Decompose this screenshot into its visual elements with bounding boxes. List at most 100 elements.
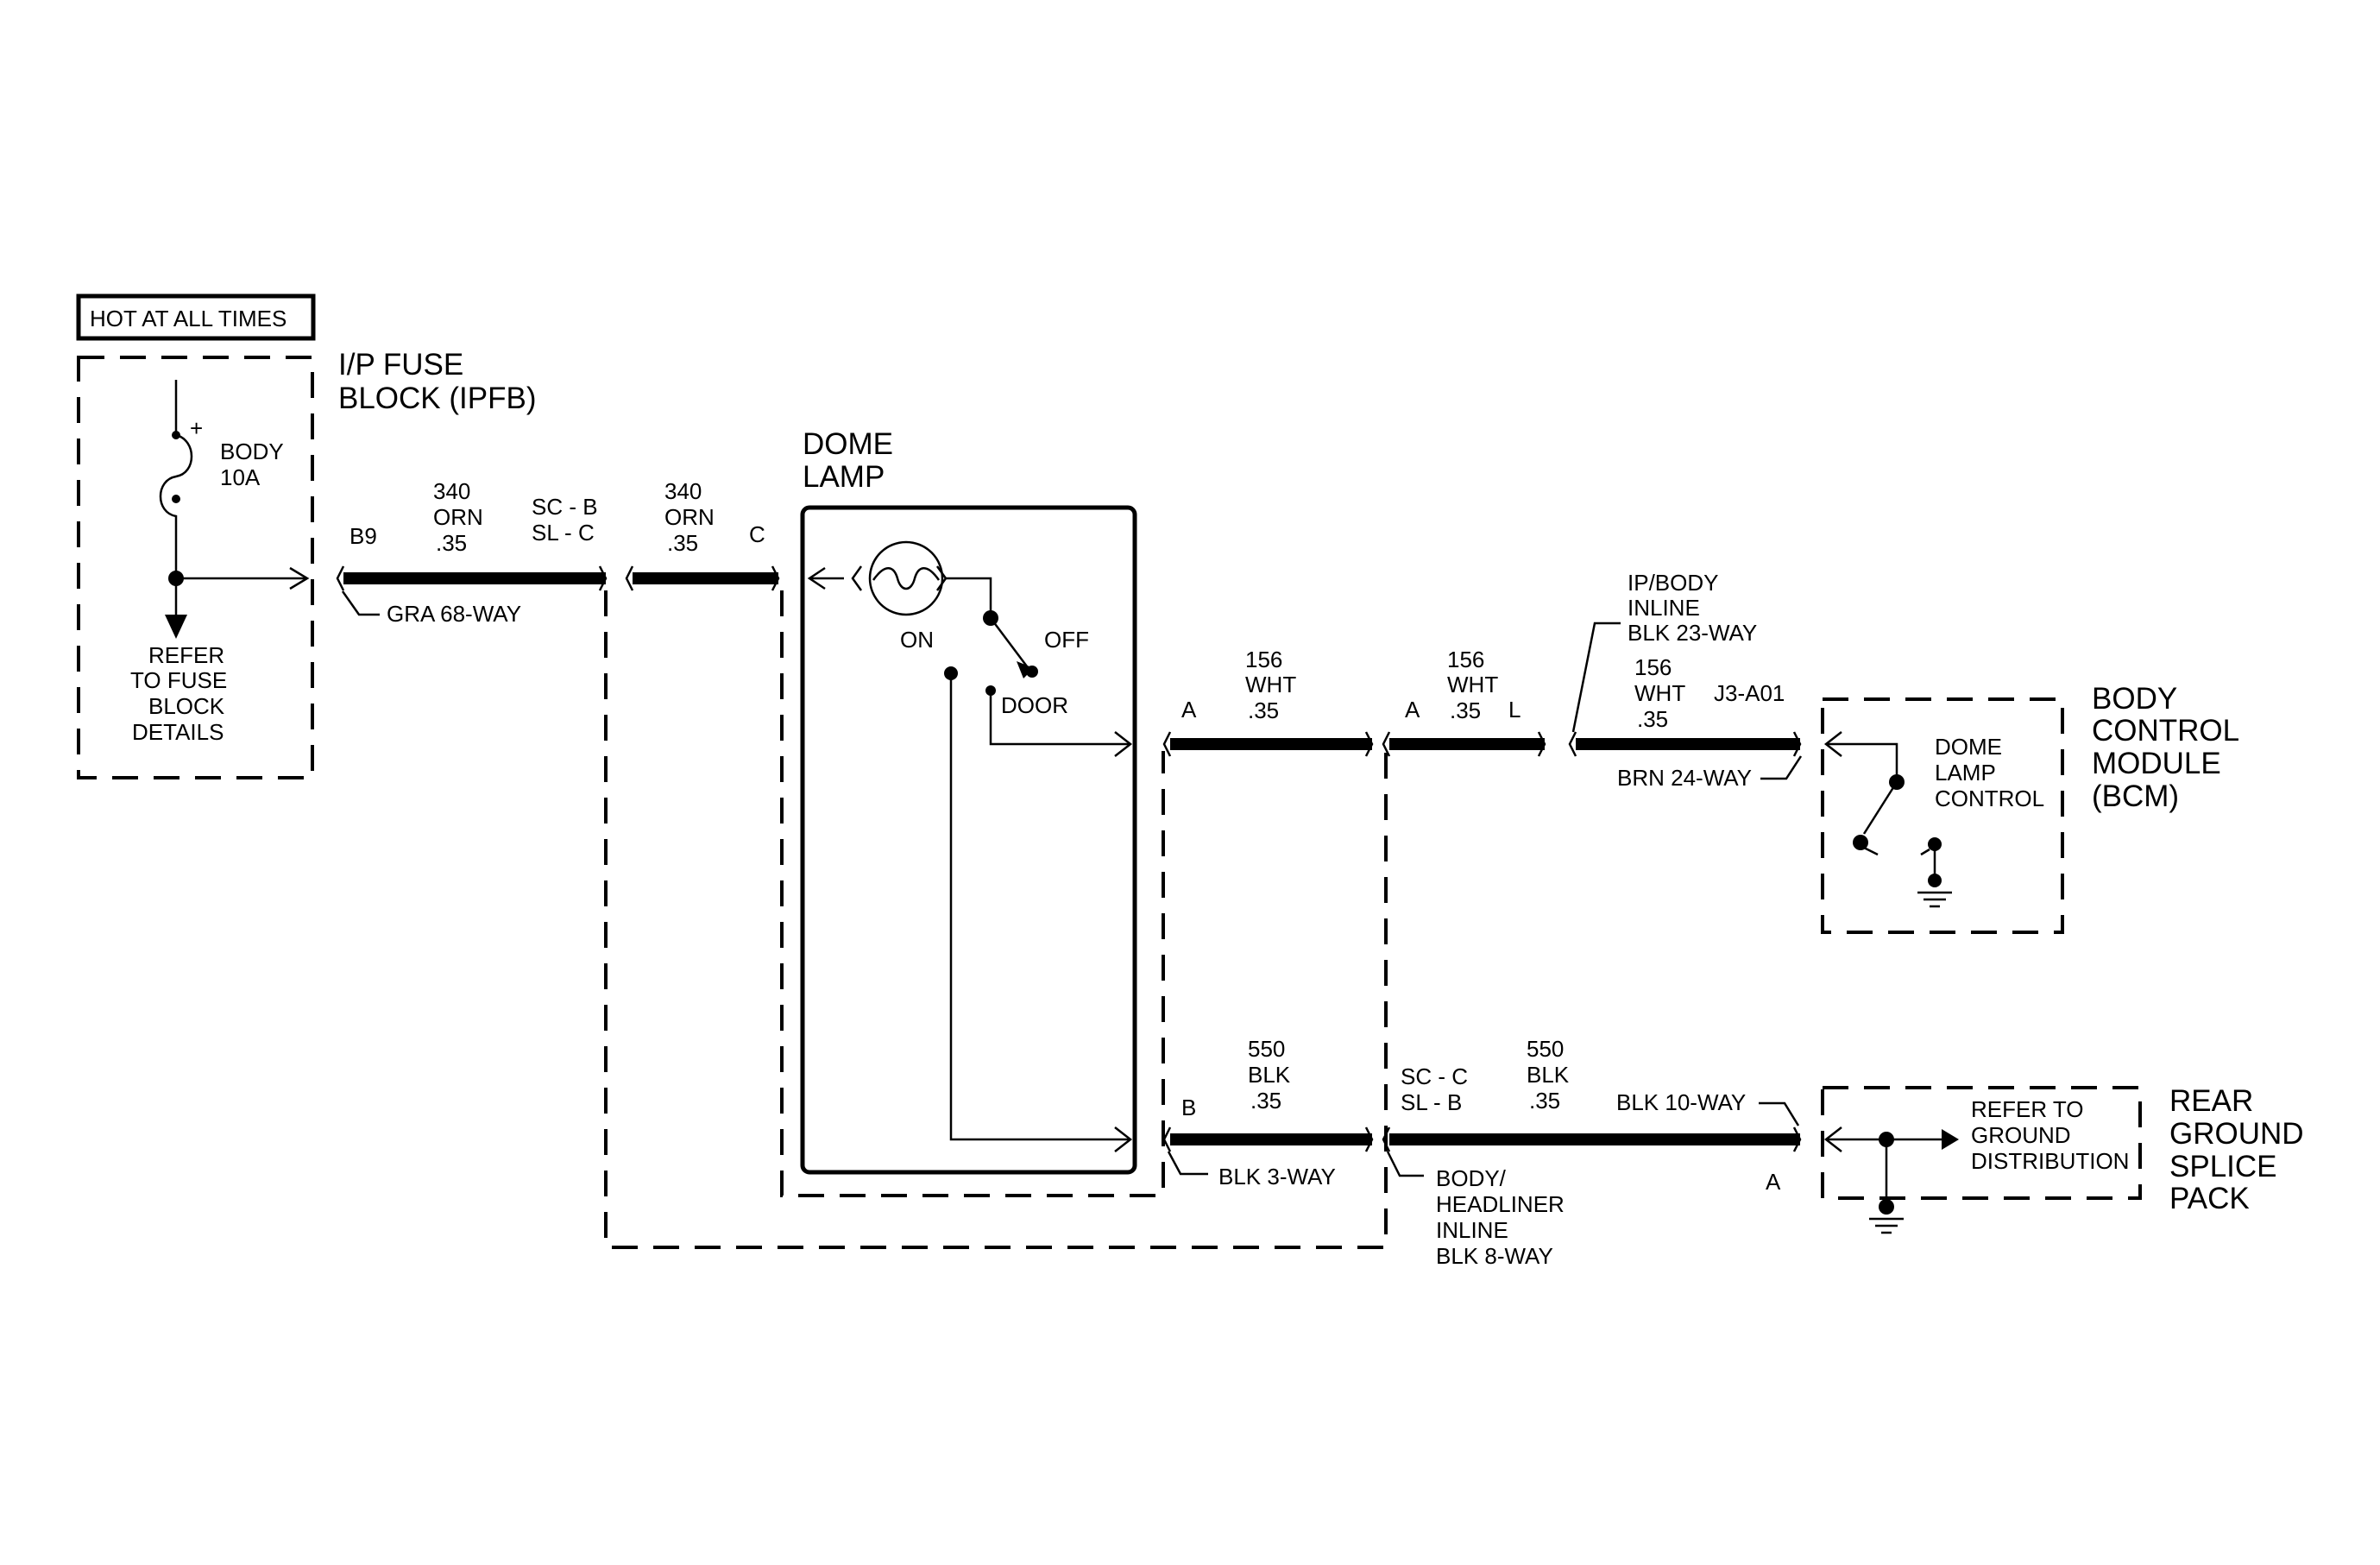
blk3-leader: [1167, 1151, 1208, 1176]
bulb-icon: [868, 540, 944, 616]
refer-arrow-icon: [165, 615, 187, 639]
connector-gra-68: GRA 68-WAY: [387, 601, 521, 627]
connector-c-mark: [771, 565, 780, 591]
bcm-box: [1821, 697, 2064, 934]
wire-550b-color: BLK: [1527, 1062, 1570, 1088]
wire-156c-gauge: .35: [1637, 706, 1668, 732]
connector-l-mark: [1537, 731, 1546, 757]
connector-ground-a-mark: [1792, 1126, 1802, 1152]
fuse-terminal-dot-top: [172, 431, 180, 439]
refer-line-2: TO FUSE: [130, 667, 227, 693]
switch-blade-tip-icon: [1017, 661, 1034, 678]
wire-550a-number: 550: [1248, 1036, 1285, 1062]
ground-pack-box: [1821, 1086, 2142, 1200]
fuse-terminal-dot-bottom: [172, 495, 180, 503]
bcm-title-3: MODULE: [2092, 747, 2221, 780]
shield-dome-lamp: [780, 590, 1165, 1197]
door-line: [989, 691, 1130, 746]
hot-label-box: [76, 293, 316, 341]
bcm-switch-blade: [1862, 781, 1898, 835]
splice-bottom-1: SC - C: [1401, 1063, 1468, 1089]
door-arrow-icon: [1114, 731, 1133, 757]
terminal-a1: A: [1181, 697, 1197, 723]
connector-brn-24: BRN 24-WAY: [1617, 765, 1752, 791]
connector-blk-10: BLK 10-WAY: [1616, 1089, 1746, 1115]
terminal-b9: B9: [349, 523, 377, 549]
dome-lamp-title-2: LAMP: [803, 460, 885, 494]
dome-lamp-box: [800, 505, 1137, 1175]
on-arrow-icon: [1114, 1126, 1133, 1152]
shield-main: [604, 590, 1388, 1249]
connector-b-mark: [1162, 1126, 1172, 1152]
bcm-inner-2: LAMP: [1935, 760, 1996, 786]
ipbody-line-2: INLINE: [1628, 595, 1700, 621]
ground-pack-inner-1: REFER TO: [1971, 1096, 2084, 1122]
bulb-left-chevron: [851, 565, 863, 591]
ground-pack-ground-dot: [1879, 1199, 1894, 1215]
bcm-ground-dot: [1928, 874, 1942, 887]
terminal-a-ground: A: [1766, 1169, 1781, 1195]
wire-340a-color: ORN: [433, 504, 483, 530]
wire-550b-number: 550: [1527, 1036, 1564, 1062]
wire-156a-gauge: .35: [1248, 697, 1279, 723]
wire-156c-color: WHT: [1634, 680, 1685, 706]
headliner-line-3: INLINE: [1436, 1217, 1508, 1243]
ipbody-line-1: IP/BODY: [1628, 570, 1718, 596]
wire-156c-number: 156: [1634, 654, 1672, 680]
terminal-l: L: [1508, 697, 1521, 723]
connector-splice-b-mark: [1382, 1126, 1391, 1152]
splice-top-2: SL - C: [532, 520, 595, 546]
switch-off-dot: [1026, 666, 1038, 678]
terminal-b: B: [1181, 1095, 1196, 1120]
wire-156b-color: WHT: [1447, 672, 1498, 697]
connector-sc-b-mark: [598, 565, 608, 591]
blk10-leader: [1759, 1101, 1800, 1126]
bcm-switch-contact: [1863, 846, 1879, 856]
bcm-switch-left-dot: [1853, 835, 1868, 850]
wire-340a-gauge: .35: [436, 530, 467, 556]
fuse-output-arrow-icon: [289, 566, 310, 590]
connector-j3-mark: [1792, 731, 1802, 757]
connector-a1-mark: [1162, 731, 1172, 757]
bcm-input-line: [1826, 742, 1898, 779]
connector-splice-left-mark: [625, 565, 634, 591]
gra68-leader: [341, 590, 380, 616]
headliner-line-1: BODY/: [1436, 1165, 1507, 1191]
connector-a2-mark: [1382, 731, 1391, 757]
refer-line-4: DETAILS: [132, 719, 224, 745]
switch-off-label: OFF: [1044, 627, 1089, 653]
fuse-block-box: [77, 356, 314, 779]
wire-340b-gauge: .35: [667, 530, 698, 556]
switch-door-label: DOOR: [1001, 692, 1068, 718]
wire-340a-number: 340: [433, 478, 470, 504]
connector-blk-3: BLK 3-WAY: [1218, 1164, 1336, 1190]
terminal-j3-a01: J3-A01: [1714, 680, 1785, 706]
ground-pack-inner-3: DISTRIBUTION: [1971, 1148, 2129, 1174]
wire-156b-gauge: .35: [1450, 697, 1481, 723]
fuse-plus: +: [190, 415, 203, 441]
hot-label: HOT AT ALL TIMES: [90, 306, 286, 331]
bulb-to-switch-line: [946, 577, 992, 618]
fuse-block-title-2: BLOCK (IPFB): [338, 382, 536, 415]
fuse-symbol: [159, 380, 193, 578]
bulb-filament: [872, 567, 941, 590]
switch-blade: [990, 617, 1028, 667]
wire-340b-color: ORN: [664, 504, 715, 530]
headliner-line-2: HEADLINER: [1436, 1191, 1565, 1217]
fuse-name: BODY: [220, 439, 284, 464]
ground-pack-output-arrow-icon: [1942, 1129, 1959, 1150]
ground-pack-title-3: SPLICE: [2169, 1150, 2277, 1183]
connector-b-end-mark: [1364, 1126, 1374, 1152]
fuse-block-title-1: I/P FUSE: [338, 348, 463, 382]
terminal-c: C: [749, 521, 765, 547]
refer-line-3: BLOCK: [148, 693, 225, 719]
brn24-leader: [1760, 755, 1803, 780]
ground-pack-title-1: REAR: [2169, 1084, 2253, 1118]
connector-b9-mark: [336, 565, 345, 591]
switch-on-label: ON: [900, 627, 934, 653]
headliner-line-4: BLK 8-WAY: [1436, 1243, 1553, 1269]
dome-lamp-title-1: DOME: [803, 427, 893, 461]
wire-156a-color: WHT: [1245, 672, 1296, 697]
ipbody-leader: [1571, 622, 1621, 733]
